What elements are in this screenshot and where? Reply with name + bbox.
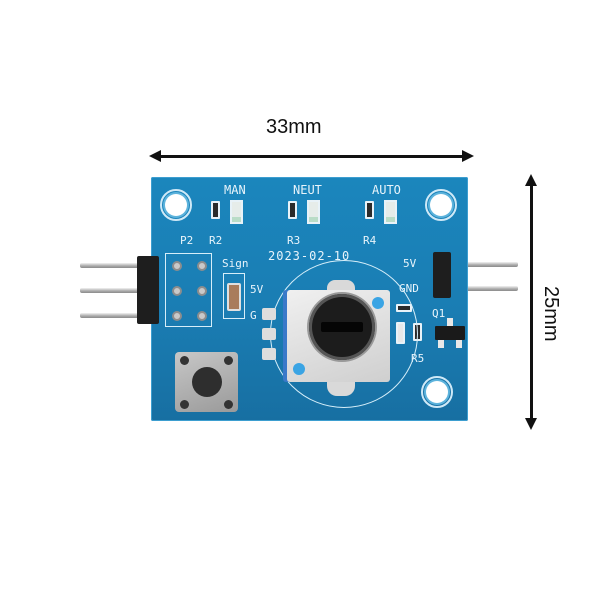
- label-r4: R4: [363, 234, 377, 247]
- pot-tab-bottom: [327, 380, 355, 396]
- label-sign: Sign: [222, 257, 249, 270]
- resistor-r4: [365, 201, 374, 219]
- left-pad-1b: [197, 261, 207, 271]
- left-header-housing: [137, 256, 159, 324]
- transistor-q1: [435, 326, 465, 340]
- capacitor: [227, 283, 241, 311]
- pot-pin-2: [262, 328, 276, 340]
- left-pad-2b: [197, 286, 207, 296]
- mounting-hole-top-right: [425, 189, 457, 221]
- q1-pad-right: [456, 340, 462, 348]
- width-dimension-label: 33mm: [266, 116, 322, 138]
- pot-pin-1: [262, 308, 276, 320]
- label-r5: R5: [411, 352, 425, 365]
- date-code: 2023-02-10: [268, 249, 351, 263]
- left-pad-3b: [197, 311, 207, 321]
- tact-pad-br: [224, 400, 233, 409]
- knob-slot: [321, 322, 363, 332]
- capacitor-outline: [223, 273, 245, 319]
- pot-marker-top-right: [372, 297, 384, 309]
- mounting-hole-bottom-right: [421, 376, 453, 408]
- height-dimension-label: 25mm: [540, 286, 562, 342]
- label-right-5v: 5V: [403, 257, 417, 270]
- left-header-outline: [165, 253, 212, 327]
- pot-pin-3: [262, 348, 276, 360]
- width-arrow-right-icon: [462, 150, 474, 162]
- pot-marker-bottom-left: [293, 363, 305, 375]
- width-dimension-line: [158, 155, 464, 158]
- resistor-r3: [288, 201, 297, 219]
- tact-pad-bl: [180, 400, 189, 409]
- left-pad-1a: [172, 261, 182, 271]
- q1-pad-top: [447, 318, 453, 326]
- led-man: [230, 200, 243, 224]
- tactile-button[interactable]: [192, 367, 222, 397]
- left-pad-3a: [172, 311, 182, 321]
- height-dimension-line: [530, 184, 533, 420]
- label-neut: NEUT: [293, 183, 322, 197]
- height-arrow-down-icon: [525, 418, 537, 430]
- label-auto: AUTO: [372, 183, 401, 197]
- label-man: MAN: [224, 183, 246, 197]
- led-auto: [384, 200, 397, 224]
- label-r3: R3: [287, 234, 301, 247]
- height-arrow-up-icon: [525, 174, 537, 186]
- width-arrow-left-icon: [149, 150, 161, 162]
- q1-pad-left: [438, 340, 444, 348]
- right-pin-1: [445, 262, 518, 267]
- tact-pad-tr: [224, 356, 233, 365]
- label-p2: P2: [180, 234, 194, 247]
- mounting-hole-top-left: [160, 189, 192, 221]
- led-neut: [307, 200, 320, 224]
- label-left-g: G: [250, 309, 257, 322]
- label-right-gnd: GND: [399, 282, 419, 295]
- label-left-5v: 5V: [250, 283, 264, 296]
- right-header-housing: [433, 252, 451, 298]
- label-q1: Q1: [432, 307, 446, 320]
- label-r2: R2: [209, 234, 223, 247]
- tact-pad-tl: [180, 356, 189, 365]
- resistor-r2: [211, 201, 220, 219]
- left-pad-2a: [172, 286, 182, 296]
- right-pin-2: [445, 286, 518, 291]
